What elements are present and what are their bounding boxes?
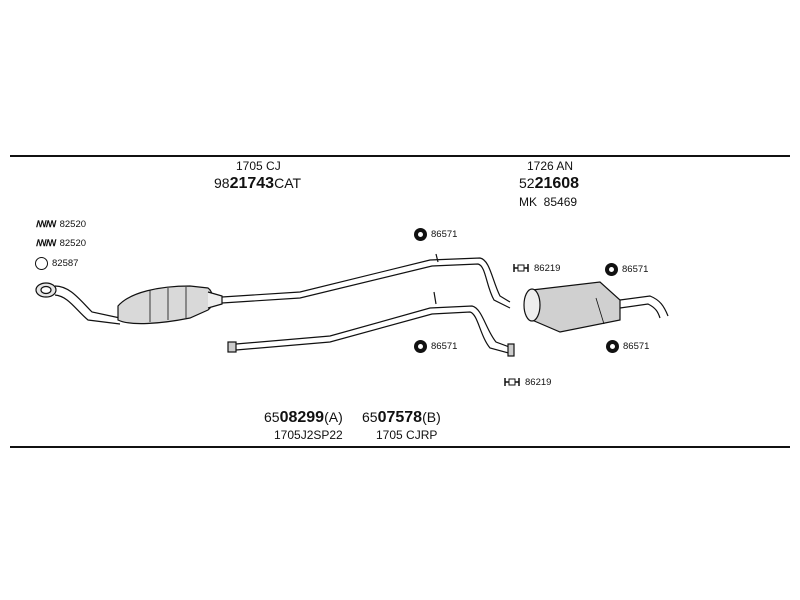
ring-marker-lower-mid: 86571 (414, 340, 457, 353)
mid-a-number: 6508299(A) (264, 409, 343, 426)
rear-assembly-number: 5221608 (519, 175, 580, 192)
front-downpipe (35, 282, 121, 325)
ring-marker-rear-bottom: 86571 (606, 340, 649, 353)
rubber-ring-icon (414, 340, 427, 353)
hanger-icon (504, 378, 520, 386)
catalytic-converter (117, 285, 223, 325)
front-assembly-number: 9821743CAT (214, 175, 302, 192)
upper-intermediate-pipe (221, 257, 511, 309)
gasket-marker: 82587 (35, 257, 78, 270)
rubber-ring-icon (606, 340, 619, 353)
hanger-marker-top: 86219 (512, 262, 560, 274)
mid-b-code: 1705 CJRP (376, 428, 438, 442)
front-assembly-code: 1705 CJ (236, 159, 281, 173)
mk-number: MK 85469 (519, 195, 578, 209)
rubber-ring-icon (414, 228, 427, 241)
mid-b-number: 6507578(B) (362, 409, 441, 426)
mid-a-code: 1705J2SP22 (274, 428, 343, 442)
rear-silencer (523, 281, 669, 333)
bottom-rule (10, 446, 790, 448)
hanger-icon (513, 264, 529, 272)
lower-intermediate-pipe (227, 305, 515, 357)
ring-marker-rear-top: 86571 (605, 263, 648, 276)
gasket-icon (35, 257, 48, 270)
hanger-marker-bottom: 86219 (503, 376, 551, 388)
clamp-icon: ꟿꟿ (36, 219, 57, 229)
ring-marker-upper-mid: 86571 (414, 228, 457, 241)
rubber-ring-icon (605, 263, 618, 276)
clamp-icon: ꟿꟿ (36, 238, 57, 248)
top-rule (10, 155, 790, 157)
rear-assembly-code: 1726 AN (527, 159, 574, 173)
